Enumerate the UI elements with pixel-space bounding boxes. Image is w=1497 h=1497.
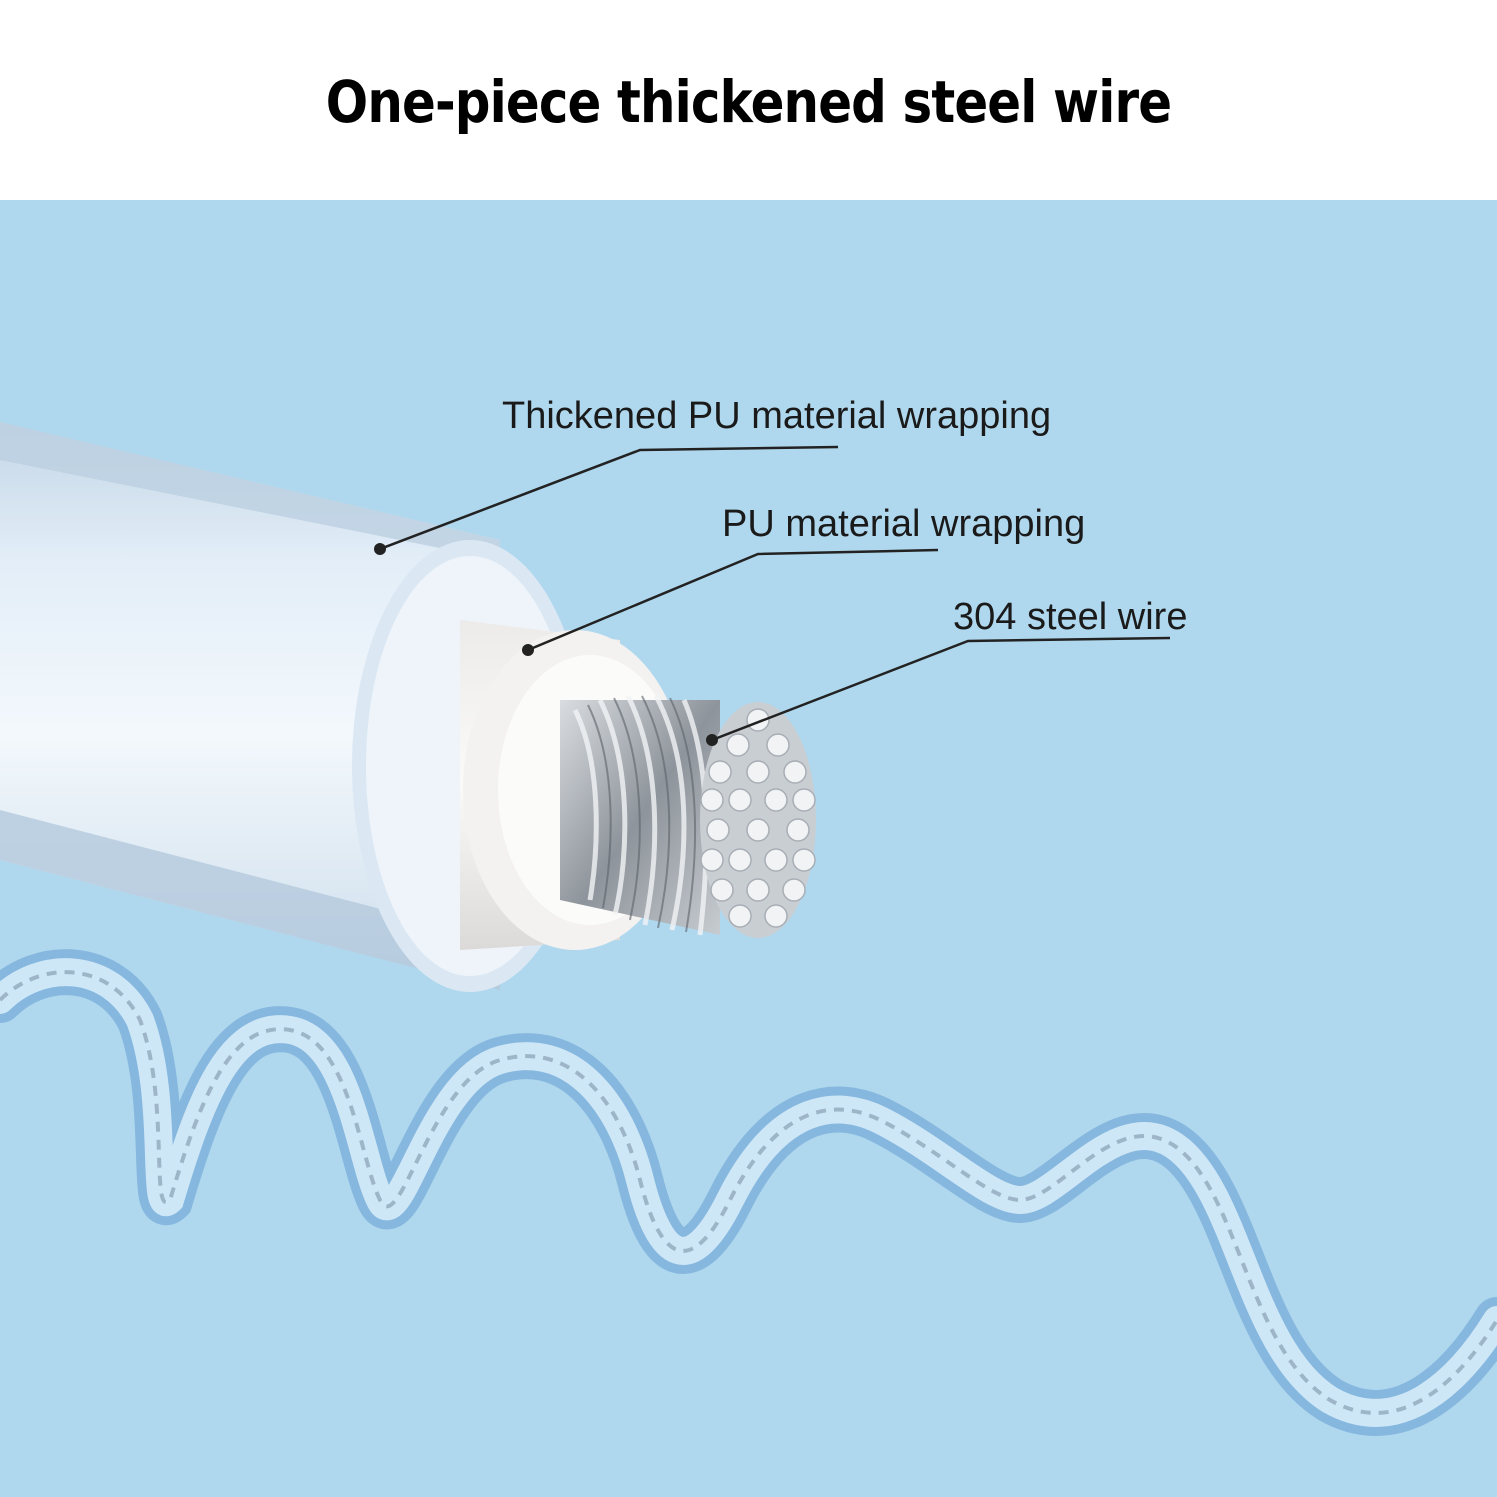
leader-dot-inner	[522, 644, 534, 656]
coiled-cable	[0, 949, 1497, 1436]
outer-jacket	[0, 422, 588, 992]
label-outer-layer: Thickened PU material wrapping	[502, 395, 1052, 437]
steel-core	[560, 694, 816, 938]
page-title: One-piece thickened steel wire	[325, 68, 1172, 136]
leader-dots	[374, 543, 718, 746]
diagram-panel: Thickened PU material wrapping PU materi…	[0, 200, 1497, 1497]
leader-dot-outer	[374, 543, 386, 555]
leader-line-inner	[527, 548, 939, 652]
cable-diagram	[0, 422, 1497, 1436]
label-core: 304 steel wire	[953, 596, 1188, 638]
leader-lines	[379, 445, 1171, 742]
label-inner-layer: PU material wrapping	[722, 503, 1086, 545]
leader-line-core	[711, 636, 1171, 742]
leader-line-outer	[379, 445, 839, 551]
leader-dot-core	[706, 734, 718, 746]
